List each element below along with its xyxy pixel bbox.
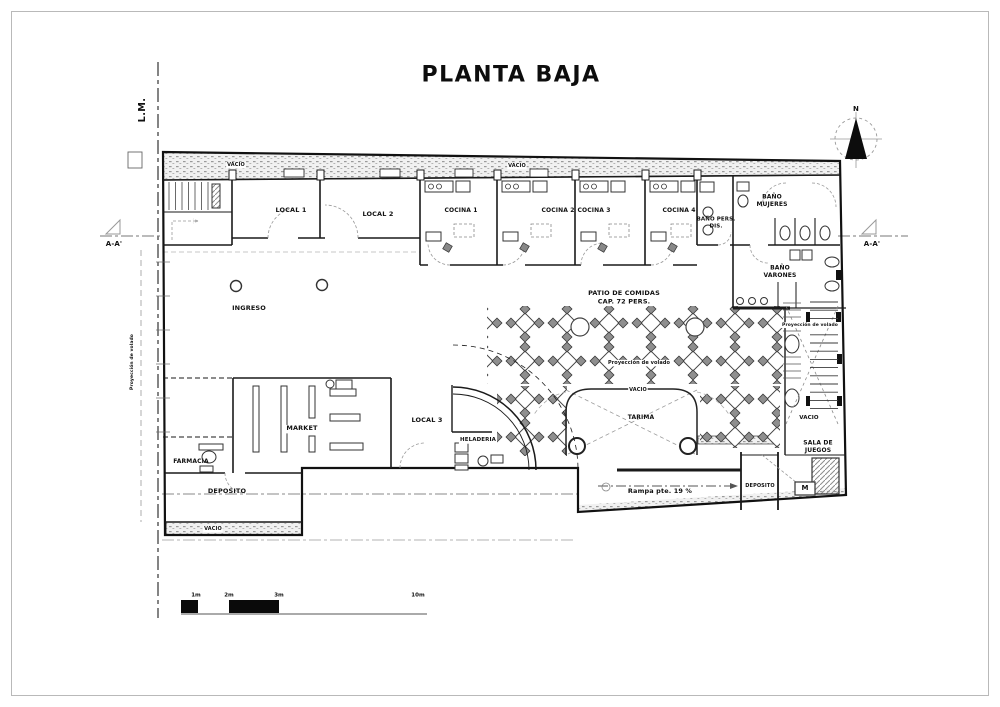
room-label-bano-pers-dis: BAÑO PERS. DIS. <box>696 216 736 230</box>
food-court-tables <box>487 306 783 456</box>
room-label-bano-varones: BAÑO VARONES <box>763 264 797 279</box>
room-label-vacio-bottom: VACIO <box>203 525 223 533</box>
annotation-proyeccion-center: Proyección de volado <box>606 359 672 367</box>
generated-details <box>156 182 838 433</box>
section-marker-right: A-A' <box>863 240 881 249</box>
room-label-market: MARKET <box>285 424 319 434</box>
building-outline <box>161 150 848 537</box>
room-label-vacio-center: VACIO <box>628 386 648 394</box>
scale-tick-1m: 1m <box>191 591 201 599</box>
room-label-local-1: LOCAL 1 <box>275 206 307 215</box>
room-label-deposito-left: DEPOSITO <box>207 487 247 496</box>
annotation-rampa: Rampa pte. 19 % <box>627 487 693 496</box>
page-title: PLANTA BAJA <box>421 62 601 88</box>
room-label-sala-juegos: SALA DE JUEGOS <box>802 439 834 455</box>
montacargas-label: M <box>801 484 809 493</box>
annotation-proyeccion-right: Proyección de volado <box>781 322 839 328</box>
annotation-proyeccion-left: Proyección de volado <box>129 334 135 390</box>
room-label-cocina-3: COCINA 3 <box>577 207 611 214</box>
ramp-arrow <box>598 482 738 492</box>
fixtures <box>127 151 842 496</box>
room-label-patio-comidas: PATIO DE COMIDAS CAP. 72 PERS. <box>586 289 662 307</box>
interior-walls <box>162 168 846 523</box>
room-label-vacio-right: VACIO <box>798 414 820 422</box>
north-label: N <box>852 105 860 114</box>
scale-tick-3m: 3m <box>274 591 284 599</box>
reference-lines <box>100 62 908 618</box>
scale-tick-2m: 2m <box>224 591 234 599</box>
room-label-cocina-1: COCINA 1 <box>444 207 478 214</box>
north-arrow-icon <box>830 112 882 168</box>
scale-bar-block-1 <box>181 600 198 613</box>
room-label-farmacia: FARMACIA <box>173 458 209 465</box>
room-label-local-2: LOCAL 2 <box>362 210 394 219</box>
room-label-cocina-4: COCINA 4 <box>662 207 696 214</box>
sheet-border <box>11 11 989 696</box>
room-label-local-3: LOCAL 3 <box>411 416 443 425</box>
room-label-vacio-top-left: VACIO <box>226 161 246 169</box>
room-label-ingreso: INGRESO <box>232 304 266 313</box>
room-label-heladeria: HELADERIA <box>458 436 498 444</box>
scale-bar-block-2 <box>229 600 279 613</box>
scale-bar-baseline <box>181 613 427 615</box>
property-line-label: L.M. <box>135 97 148 123</box>
room-label-cocina-2: COCINA 2 <box>541 207 575 214</box>
room-label-bano-mujeres: BAÑO MUJERES <box>756 193 788 208</box>
room-label-tarima: TARIMA <box>627 414 655 421</box>
scale-tick-10m: 10m <box>411 591 425 599</box>
section-marker-left: A-A' <box>105 240 123 249</box>
room-label-deposito-right: DEPOSITO <box>745 482 775 489</box>
scale-bar: 1m 2m 3m 10m <box>181 592 431 618</box>
room-label-vacio-top-center: VACIO <box>507 162 527 170</box>
